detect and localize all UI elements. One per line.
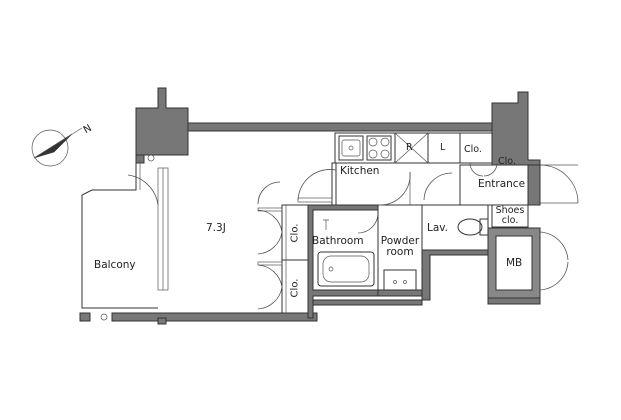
balcony-drain-top <box>147 154 155 162</box>
balcony-drain <box>100 313 108 321</box>
entrance-door <box>539 164 579 204</box>
mb-door <box>539 231 569 291</box>
refrigerator-label: R <box>406 142 413 153</box>
wall-bottom-left <box>111 312 318 322</box>
shower-fixture <box>323 219 329 230</box>
balcony-door <box>127 174 159 206</box>
closet-left-lower-label: Clo. <box>289 278 301 298</box>
balcony-label: Balcony <box>94 259 136 271</box>
laundry-label: L <box>440 142 446 153</box>
powder-room-door <box>377 171 411 206</box>
closet-upper-door <box>257 209 283 255</box>
closet-top-box <box>459 132 493 164</box>
wall-bottom-right <box>312 299 423 306</box>
sink <box>338 135 364 161</box>
mb-label: MB <box>506 257 523 269</box>
toilet <box>457 218 483 236</box>
entrance-label: Entrance <box>478 178 526 190</box>
lavatory-door <box>423 172 453 201</box>
kitchen-door <box>297 169 337 201</box>
compass <box>31 127 83 167</box>
bathroom-door <box>357 212 379 234</box>
bathroom-label: Bathroom <box>312 235 364 247</box>
powder-room-label-line2: room <box>386 246 414 258</box>
shoes-closet <box>491 204 529 228</box>
shoes-closet-label-line2: clo. <box>501 215 519 226</box>
entrance-closet-doors <box>469 162 498 177</box>
closet-lower-door <box>257 264 283 310</box>
balcony-outline <box>81 155 158 309</box>
wall-top <box>187 122 493 132</box>
stove <box>366 135 392 161</box>
kitchen-label: Kitchen <box>340 165 380 177</box>
hall-door <box>257 181 281 205</box>
kitchen-partition-left <box>331 162 337 206</box>
living-room-label: 7.3J <box>206 222 226 234</box>
column-left <box>135 87 189 156</box>
shoes-closet-label-line1: Shoes <box>495 205 525 216</box>
column-right <box>491 91 541 166</box>
closet-entrance-label: Clo. <box>498 156 516 167</box>
mb-inner <box>495 235 533 291</box>
bathtub <box>317 251 375 287</box>
washer <box>383 269 417 291</box>
closet-top-label: Clo. <box>464 144 482 155</box>
lav-label: Lav. <box>427 222 449 234</box>
balcony-railing-post <box>79 312 91 322</box>
closet-left-upper-label: Clo. <box>289 223 301 243</box>
compass-circle <box>31 129 69 167</box>
powder-room-label-line1: Powder <box>380 235 420 247</box>
wall-bottom-stub <box>157 317 167 325</box>
